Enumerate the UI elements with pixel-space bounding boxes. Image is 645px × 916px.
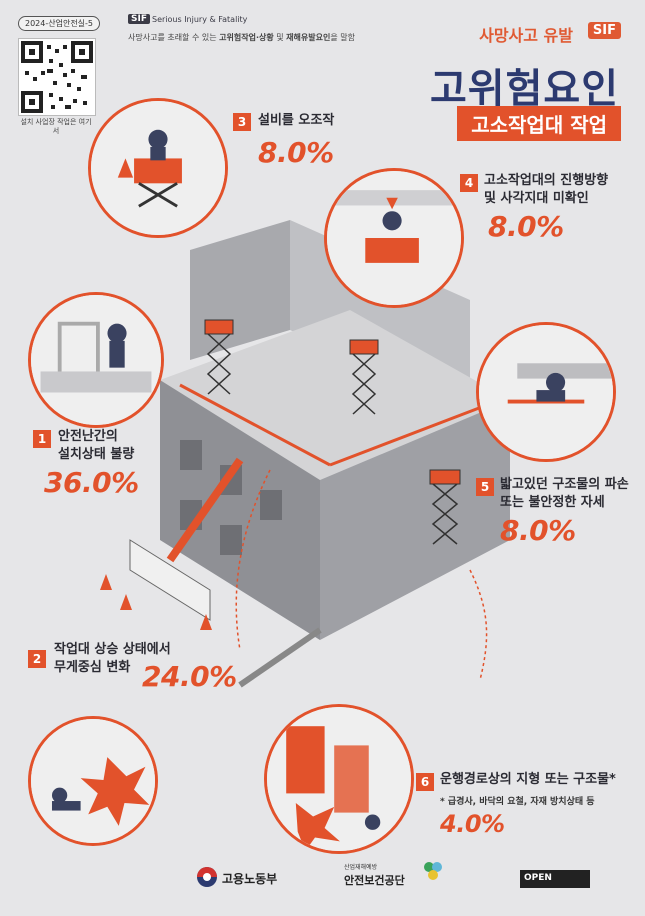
footer-kosha-sub: 산업재해예방: [344, 864, 378, 871]
sif-abbr: SIF: [128, 14, 150, 24]
hazard-4-number: 4: [460, 174, 478, 192]
hazard-5-percent: 8.0%: [500, 514, 576, 547]
circle-illustration-4: [324, 168, 464, 308]
qr-note: 설치 사업장 작업은 여기서: [20, 118, 92, 136]
sif-tag: SIF: [587, 22, 621, 39]
circle-illustration-1: [28, 292, 164, 428]
hazard-4-percent: 8.0%: [488, 210, 564, 243]
footer-kosha: 안전보건공단: [344, 874, 405, 887]
hazard-2-percent: 24.0%: [142, 660, 237, 693]
hazard-6-note: * 급경사, 바닥의 요철, 자재 방치상태 등: [440, 797, 595, 807]
moel-logo-icon: [197, 867, 217, 887]
circle-illustration-2: [28, 716, 158, 846]
hazard-2-number: 2: [28, 650, 46, 668]
circle-illustration-5: [476, 322, 616, 462]
hazard-3-number: 3: [233, 113, 251, 131]
hazard-1-percent: 36.0%: [44, 466, 139, 499]
circle-illustration-6: [264, 704, 414, 854]
subtitle: 사망사고 유발: [479, 26, 573, 45]
hazard-1-number: 1: [33, 430, 51, 448]
sif-full-name: Serious Injury & Fatality: [152, 15, 248, 24]
title-banner: 고소작업대 작업: [457, 106, 621, 141]
kosha-logo-icon: [424, 862, 442, 880]
hazard-6-percent: 4.0%: [440, 810, 505, 838]
building-illustration: [100, 220, 510, 688]
circle-illustration-3: [88, 98, 228, 238]
document-code: 2024-산업안전실-5: [18, 16, 101, 31]
open-license-badge: OPEN: [520, 870, 590, 888]
sif-description: 사망사고를 초래할 수 있는 고위험작업·상황 및 재해유발요인을 말함: [128, 33, 355, 42]
qr-code[interactable]: [18, 38, 96, 116]
footer-moel: 고용노동부: [222, 872, 278, 886]
hazard-6-number: 6: [416, 773, 434, 791]
hazard-5-number: 5: [476, 478, 494, 496]
hazard-3-label: 설비를 오조작: [258, 113, 335, 128]
hazard-3-percent: 8.0%: [258, 136, 334, 169]
hazard-6-label: 운행경로상의 지형 또는 구조물*: [440, 772, 616, 787]
page-title: 고위험요인: [430, 66, 619, 112]
